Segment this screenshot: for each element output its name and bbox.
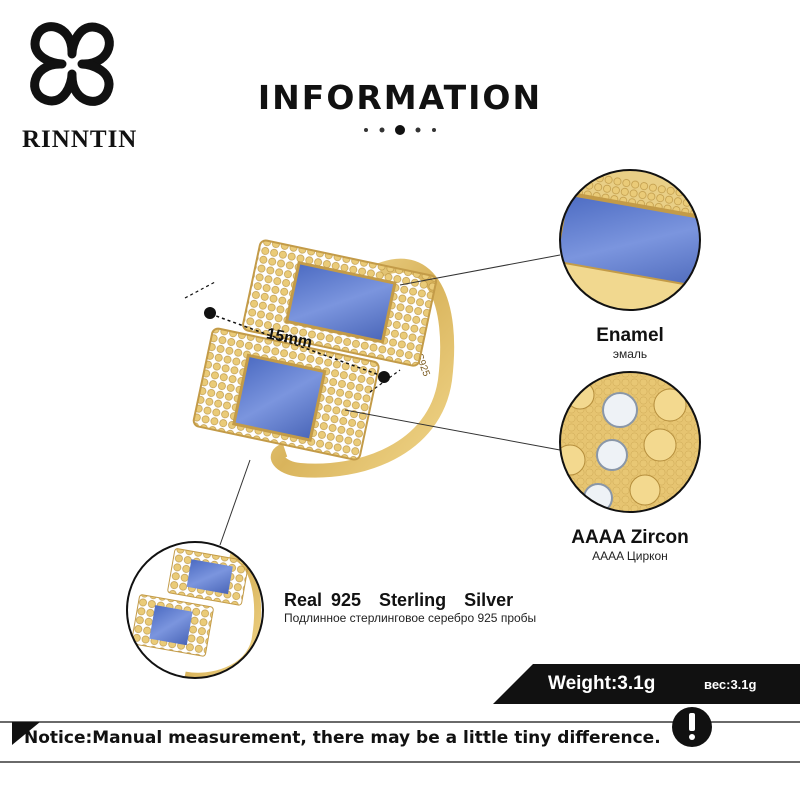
ring-top-setting (242, 239, 438, 367)
silver-title: Real 925 Sterling Silver (284, 590, 514, 610)
exclamation-icon (672, 707, 712, 747)
ring-thumbnail-circle (126, 541, 264, 679)
title-dots-divider (364, 125, 436, 135)
enamel-subtitle: эмаль (612, 347, 648, 361)
brand-name: RINNTIN (22, 126, 138, 153)
zircon-detail-circle (559, 371, 701, 513)
silver-subtitle: Подлинное стерлинговое серебро 925 пробы (284, 611, 537, 625)
brand-logo-icon (30, 22, 114, 106)
enamel-title: Enamel (596, 325, 664, 346)
measure-line (204, 311, 386, 378)
zircon-subtitle: AAAA Циркон (592, 549, 668, 563)
silver-label: Real 925 Sterling Silver Подлинное стерл… (284, 590, 584, 625)
weight-label: Weight:3.1g (548, 673, 656, 694)
zircon-title: AAAA Zircon (571, 527, 689, 548)
enamel-label: Enamel эмаль (560, 325, 700, 361)
weight-label-ru: вес:3.1g (704, 677, 757, 692)
ring-bottom-setting (192, 327, 380, 461)
enamel-detail-circle (559, 169, 701, 311)
zircon-label: AAAA Zircon AAAA Циркон (560, 527, 700, 563)
page-title: INFORMATION (257, 78, 543, 117)
notice-text: Notice:Manual measurement, there may be … (24, 728, 661, 748)
